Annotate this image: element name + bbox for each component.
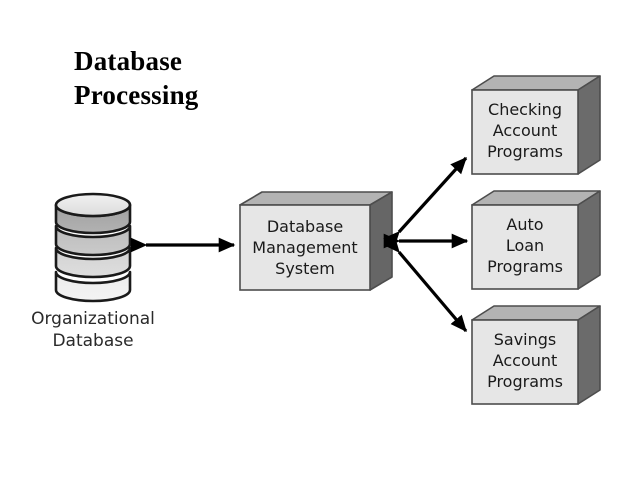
page-title: Database Processing	[74, 46, 199, 110]
dbms-box[interactable]	[239, 191, 393, 291]
organizational-database-label: Organizational Database	[31, 309, 155, 351]
cylinder-icon	[54, 192, 132, 303]
savings-account-programs-box[interactable]	[471, 305, 601, 405]
auto-loan-programs-box[interactable]	[471, 190, 601, 290]
checking-account-programs-box[interactable]	[471, 75, 601, 175]
connector-dbms-to-savings	[383, 235, 468, 333]
connector-dbms-to-checking	[383, 156, 468, 249]
